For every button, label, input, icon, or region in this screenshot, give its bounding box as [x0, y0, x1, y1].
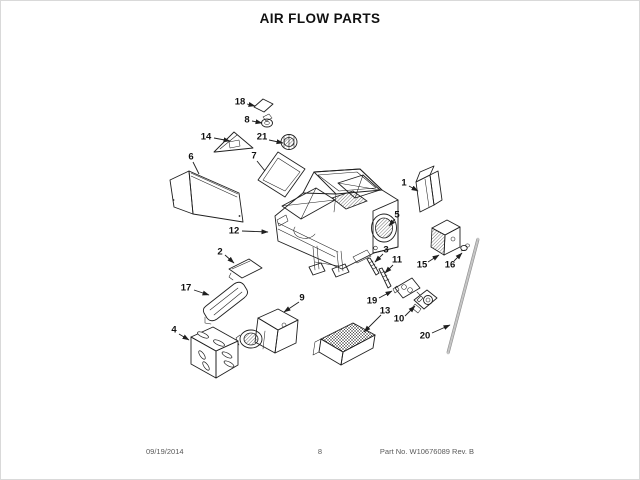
footer-date: 09/19/2014 [146, 447, 184, 456]
callout-arrow-17 [193, 289, 210, 296]
callout-label-12: 12 [229, 226, 240, 237]
callout-label-10: 10 [394, 314, 405, 325]
callout-label-18: 18 [235, 97, 246, 108]
part-12-cabinet [274, 168, 399, 278]
callout-label-9: 9 [299, 293, 304, 304]
callout-arrow-3 [374, 253, 384, 263]
part-8-grommet [261, 113, 273, 128]
part-10-thermostat-bracket [411, 289, 438, 314]
callout-arrow-4 [178, 333, 190, 341]
callout-arrow-19 [378, 290, 393, 299]
callout-label-1: 1 [401, 178, 407, 189]
callout-label-14: 14 [201, 132, 212, 143]
callout-label-4: 4 [171, 325, 177, 336]
part-14-bracket [213, 131, 254, 153]
callout-arrow-10 [404, 305, 416, 317]
part-1-trim-bracket [415, 165, 443, 213]
callout-arrow-20 [431, 324, 451, 334]
callout-arrow-14 [213, 137, 231, 143]
part-17-duct-cover [202, 281, 249, 325]
callout-arrow-13 [363, 314, 382, 333]
callout-label-2: 2 [217, 247, 222, 258]
part-7-filter-frame [257, 151, 306, 198]
part-20-support-rod [446, 237, 480, 355]
callout-arrow-16 [453, 252, 463, 262]
callout-arrow-9 [283, 301, 300, 313]
callout-label-3: 3 [383, 245, 388, 256]
callout-label-15: 15 [417, 260, 428, 271]
part-15-fan-motor [430, 219, 461, 256]
callout-label-16: 16 [445, 260, 456, 271]
callout-label-19: 19 [367, 296, 378, 307]
footer-page-number: 8 [317, 447, 323, 456]
part-16-clip [460, 243, 470, 252]
callout-arrow-7 [256, 160, 266, 172]
callout-arrow-2 [224, 254, 235, 264]
callout-label-20: 20 [420, 331, 431, 342]
part-19-thermostat [392, 277, 421, 299]
footer-part-number: Part No. W10676089 Rev. B [379, 447, 474, 456]
part-3-screw [366, 257, 380, 276]
callout-label-13: 13 [380, 306, 391, 317]
callout-arrow-1 [408, 185, 419, 192]
part-11-screw [378, 267, 392, 289]
callout-label-5: 5 [394, 210, 400, 221]
callout-arrow-11 [384, 264, 394, 274]
callout-label-7: 7 [251, 151, 256, 162]
page-title: AIR FLOW PARTS [259, 11, 381, 26]
part-13-vent-grille [312, 322, 376, 366]
callout-label-21: 21 [257, 132, 268, 143]
callout-arrow-15 [427, 254, 440, 263]
part-9-blower-assembly [235, 308, 299, 354]
callout-label-8: 8 [244, 115, 249, 126]
callout-arrow-12 [241, 229, 269, 235]
callout-arrow-6 [192, 161, 200, 175]
part-18-damper-plate [253, 98, 274, 113]
part-4-mounting-bracket [190, 326, 239, 379]
part-21-coupler [280, 134, 298, 150]
callout-arrow-21 [268, 139, 284, 145]
callout-arrow-18 [246, 101, 256, 107]
callout-label-6: 6 [188, 152, 193, 163]
callout-arrow-8 [251, 119, 263, 125]
part-2-cover-plate [228, 258, 263, 281]
part-6-deflector-panel [169, 170, 244, 223]
callout-label-17: 17 [181, 283, 192, 294]
callout-arrow-5 [388, 218, 396, 227]
callout-label-11: 11 [392, 255, 403, 266]
